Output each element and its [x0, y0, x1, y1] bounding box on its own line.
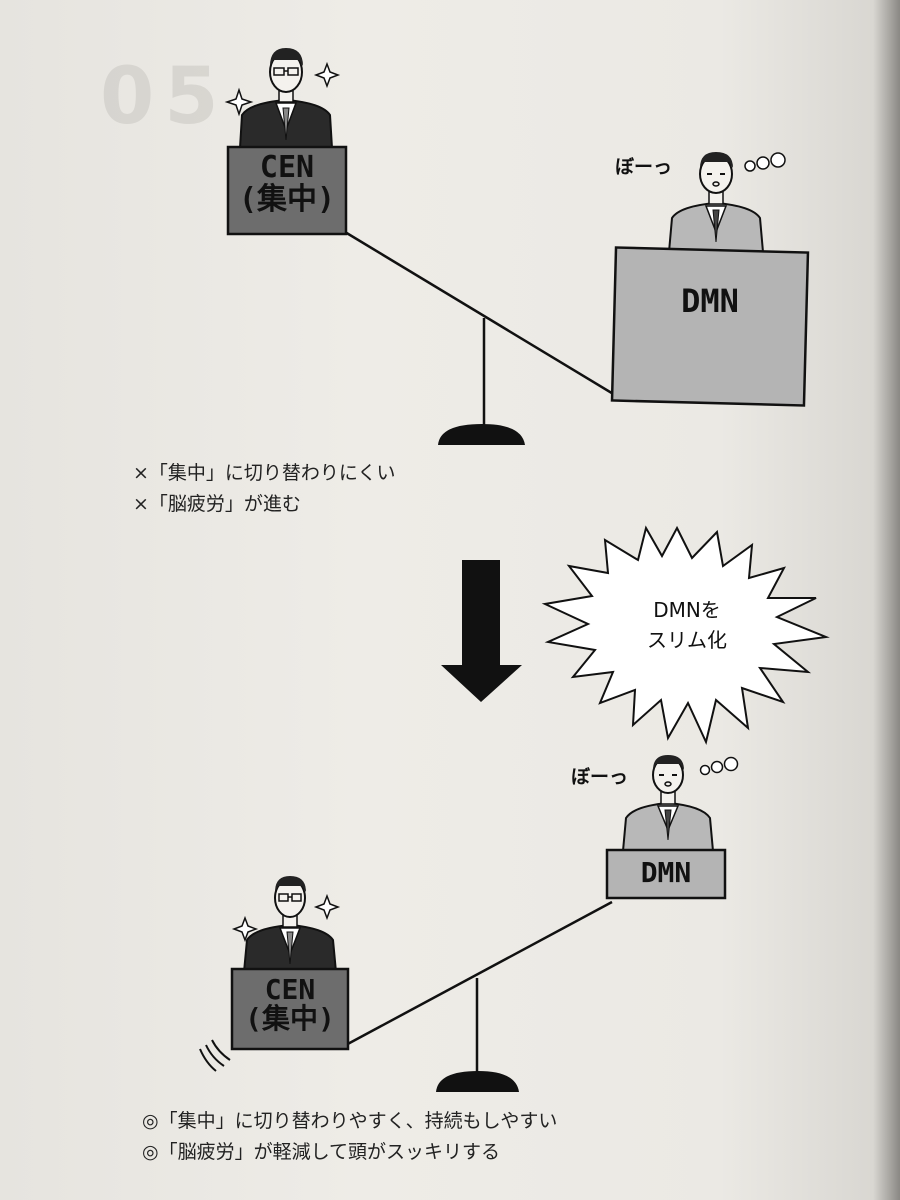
cen-label-line1: CEN	[259, 150, 315, 185]
cen-person-bottom	[242, 876, 338, 973]
dmn-box-bottom	[605, 848, 727, 900]
dmn-label-bottom: DMN	[640, 856, 692, 889]
cen-label-line2: (集中)	[238, 181, 336, 217]
bottom-caption-line1: ◎「集中」に切り替わりやすく、持続もしやすい	[142, 1110, 558, 1132]
sparkle-icon	[224, 87, 254, 117]
thought-bubble-icon	[710, 760, 724, 774]
cen-label-line2: (集中)	[245, 1002, 335, 1036]
cen-person-top	[238, 48, 334, 149]
sparkle-icon	[313, 61, 341, 89]
cen-box-bottom	[230, 967, 350, 1051]
dmn-label-top: DMN	[681, 282, 739, 320]
seesaw-top	[224, 48, 830, 746]
seesaw-bottom-base	[436, 1071, 519, 1092]
thought-bubble-icon	[756, 156, 770, 170]
cen-label-top: CEN (集中)	[228, 152, 346, 215]
cen-box-top	[226, 145, 348, 236]
dmn-person-top	[667, 152, 765, 253]
cen-label-line1: CEN	[264, 973, 316, 1006]
top-caption-line1: ×「集中」に切り替わりにくい	[133, 462, 396, 484]
thought-bubble-icon	[744, 160, 756, 172]
seesaw-top-beam	[344, 230, 616, 397]
motion-lines-icon	[199, 1039, 231, 1072]
boo-text-bottom: ぼーっ	[571, 766, 629, 788]
cen-label-bottom: CEN (集中)	[232, 975, 348, 1034]
sparkle-icon	[231, 915, 259, 943]
dmn-person-bottom	[621, 755, 715, 852]
sparkle-icon	[313, 893, 341, 921]
down-arrow-icon	[441, 560, 522, 702]
dmn-box-top	[610, 246, 810, 407]
thought-bubble-icon	[699, 764, 711, 776]
starburst-line2: スリム化	[647, 628, 727, 652]
top-caption-line2: ×「脳疲労」が進む	[133, 493, 301, 515]
thought-bubble-icon	[770, 152, 786, 168]
seesaw-bottom	[199, 755, 739, 1092]
starburst-label: DMNを スリム化	[617, 595, 757, 655]
boo-text-top: ぼーっ	[615, 156, 673, 178]
starburst-line1: DMNを	[653, 598, 721, 622]
bottom-caption-line2: ◎「脳疲労」が軽減して頭がスッキリする	[142, 1141, 501, 1163]
thought-bubble-icon	[723, 756, 739, 772]
seesaw-bottom-beam	[343, 900, 613, 1048]
starburst-icon	[541, 525, 830, 746]
seesaw-top-base	[438, 424, 525, 445]
